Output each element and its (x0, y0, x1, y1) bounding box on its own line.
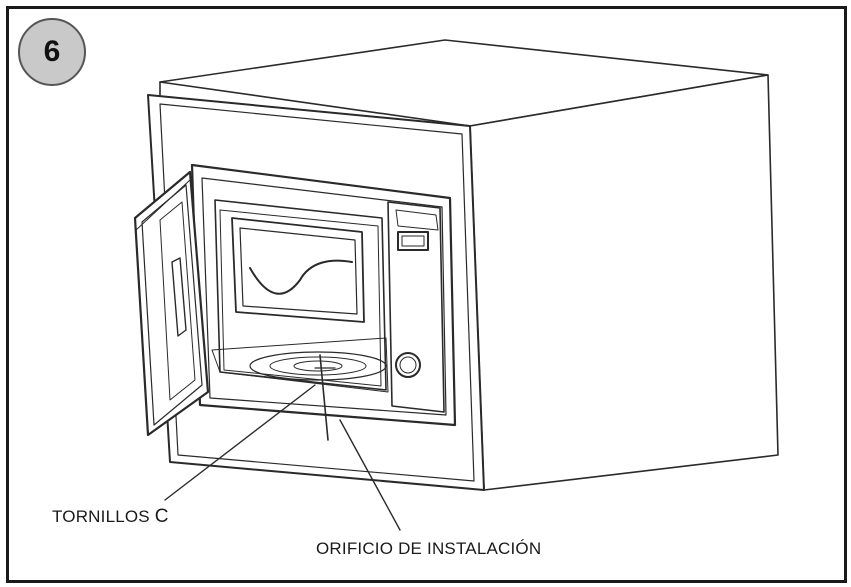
install-hole-leader-line (339, 419, 401, 531)
install-screw-line (319, 354, 329, 441)
control-knob (395, 352, 421, 378)
step-badge: 6 (18, 18, 86, 86)
step-number: 6 (43, 35, 61, 68)
display-window (397, 231, 429, 251)
cavity-floor (211, 337, 389, 393)
turntable (249, 351, 387, 381)
cavity-back-window (231, 217, 365, 323)
screws-leader-line (164, 384, 316, 501)
screws-callout-text: TORNILLOS (52, 507, 150, 526)
cabinet-side (469, 74, 779, 491)
screws-callout: TORNILLOS C (52, 506, 169, 528)
oven-cavity (214, 199, 387, 391)
screws-callout-letter: C (154, 506, 169, 527)
control-panel (387, 201, 445, 413)
install-hole-callout: ORIFICIO DE INSTALACIÓN (316, 539, 542, 558)
